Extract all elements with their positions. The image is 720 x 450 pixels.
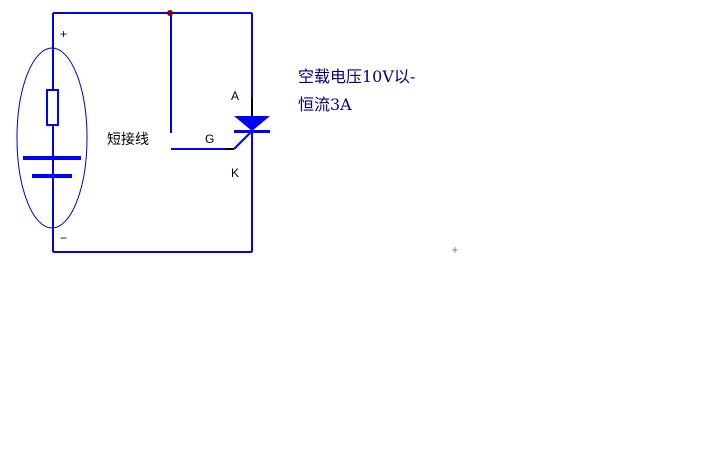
battery-plate-long xyxy=(23,156,81,160)
gate-label: G xyxy=(205,132,215,146)
minus-terminal-label: − xyxy=(60,231,68,245)
thyristor-icon xyxy=(234,98,270,133)
jumper-label: 短接线 xyxy=(107,132,149,148)
jumper-wire xyxy=(170,13,228,150)
battery-icon xyxy=(23,156,81,178)
gate-lead-diagonal xyxy=(233,130,253,150)
note-no-load-voltage: 空载电压10V以- xyxy=(298,67,416,86)
thyristor-bar xyxy=(234,130,270,133)
junction-dot xyxy=(167,10,173,16)
cursor-marker-icon xyxy=(452,247,458,253)
battery-plate-short xyxy=(32,174,72,178)
resistor-icon xyxy=(46,89,59,126)
source-outline-ellipse xyxy=(16,47,88,229)
anode-label: A xyxy=(231,89,240,103)
note-constant-current: 恒流3A xyxy=(298,95,352,114)
plus-terminal-label: + xyxy=(60,27,68,41)
thyristor-triangle xyxy=(234,116,270,131)
cathode-label: K xyxy=(231,166,240,180)
circuit-frame xyxy=(52,12,253,253)
